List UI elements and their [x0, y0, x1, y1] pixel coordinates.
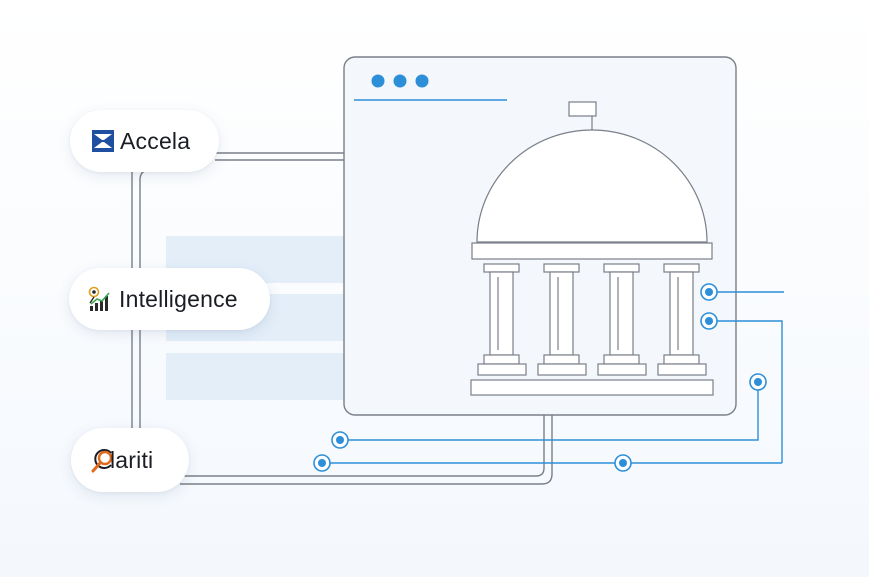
window-dot-1	[371, 74, 385, 88]
window-dot-2	[393, 74, 407, 88]
intelligence-logo-icon	[87, 286, 113, 312]
accela-label: Accela	[120, 127, 191, 154]
accela-logo-icon	[92, 130, 114, 152]
connector-nodes	[313, 283, 767, 472]
clariti-label: lariti	[110, 446, 154, 473]
clariti-card: lariti	[71, 428, 189, 492]
accela-card: Accela	[70, 110, 219, 172]
window-dot-3	[415, 74, 429, 88]
intelligence-label: Intelligence	[119, 285, 238, 312]
government-building-icon	[470, 101, 714, 396]
clariti-logo-icon	[91, 446, 117, 474]
intelligence-card: Intelligence	[69, 268, 270, 330]
blue-connectors	[322, 291, 784, 464]
